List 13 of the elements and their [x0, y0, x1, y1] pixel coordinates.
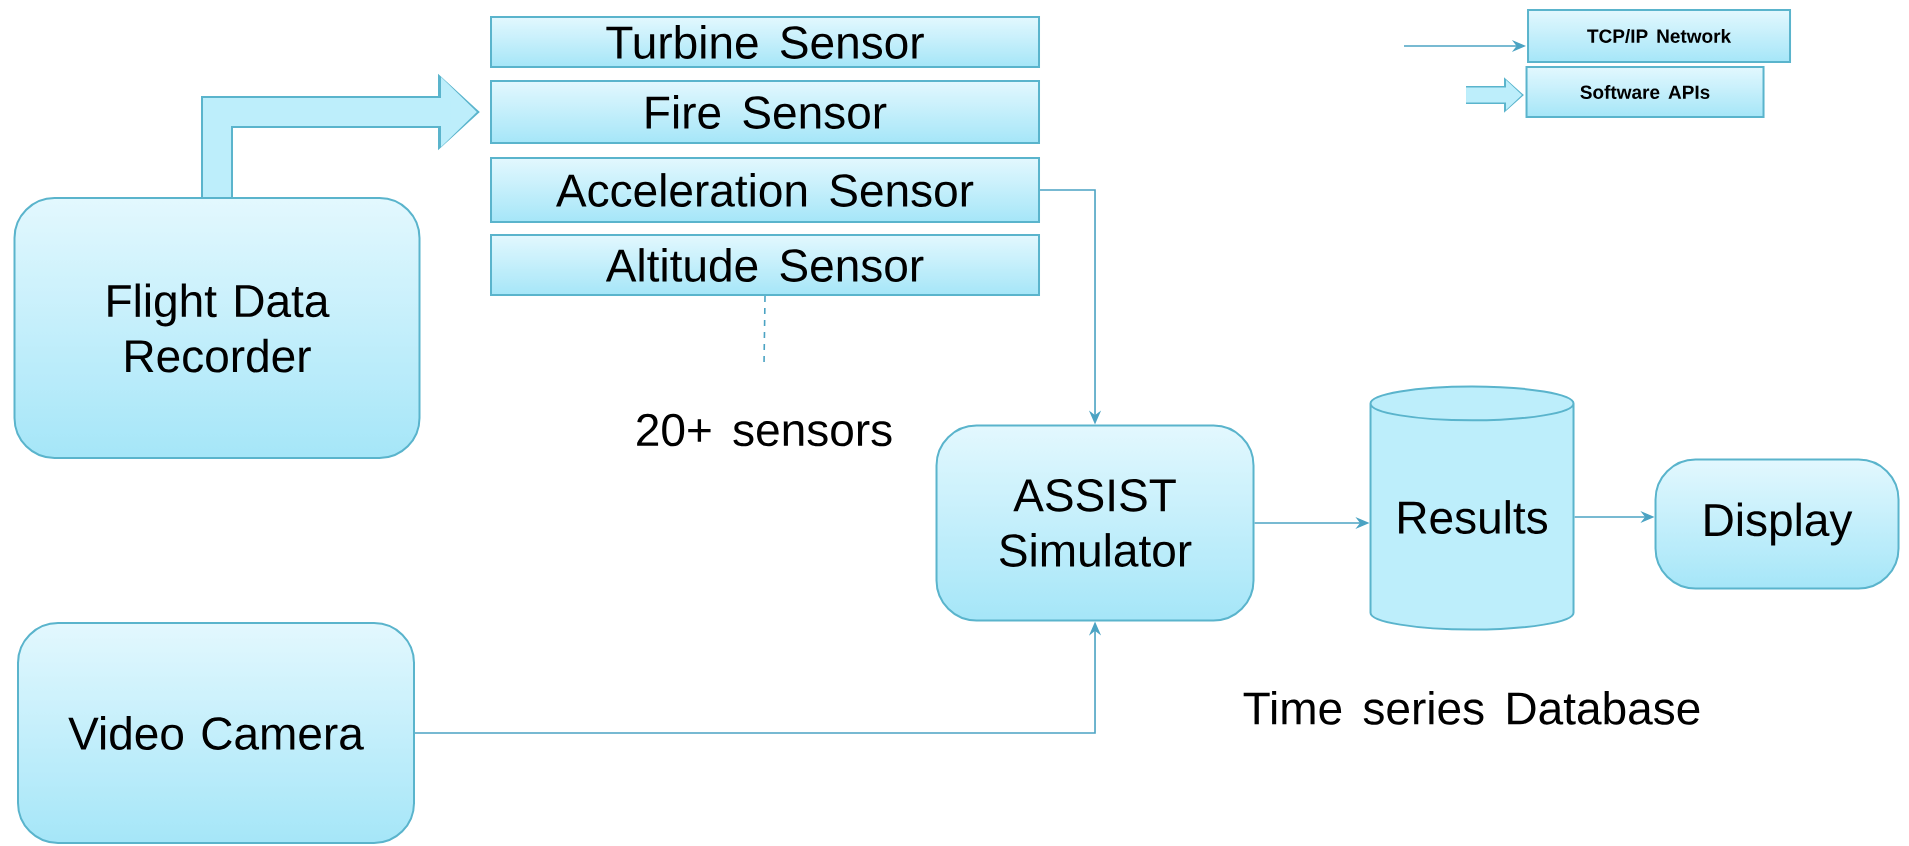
process-box: Flight Data Recorder [13, 197, 421, 459]
sensor-box: Fire Sensor [490, 80, 1040, 144]
note-text: 20+ sensors [637, 413, 892, 447]
process-box: Display [1654, 458, 1900, 590]
process-box: Video Camera [17, 622, 415, 844]
sensor-box: Acceleration Sensor [490, 157, 1040, 223]
legend-label-box: Software APIs [1525, 66, 1765, 118]
database-cylinder: Results [1369, 385, 1575, 631]
sensor-box: Altitude Sensor [490, 234, 1040, 296]
sensor-box: Turbine Sensor [490, 16, 1040, 68]
process-box: ASSIST Simulator [935, 424, 1255, 622]
caption-text: Time series Database [1243, 690, 1700, 725]
legend-label-box: TCP/IP Network [1527, 9, 1792, 63]
